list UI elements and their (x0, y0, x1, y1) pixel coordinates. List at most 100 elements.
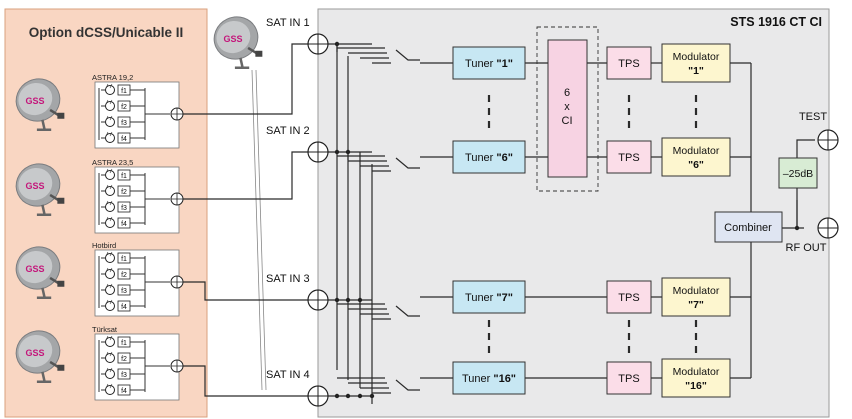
connector-cross (308, 34, 328, 54)
connector-mark (105, 168, 113, 174)
output-label: f1 (121, 88, 127, 95)
connector-cross (308, 386, 328, 406)
junction-dot-icon (334, 149, 340, 155)
tuner-number: "16" (493, 373, 516, 385)
tps-block (606, 280, 652, 314)
connector-mark (105, 299, 113, 305)
junction-dot-icon (357, 297, 363, 303)
tps-block (606, 361, 652, 395)
dish-stand (234, 57, 250, 69)
satellite-dish-icon: GSS (15, 78, 65, 131)
modulator-block (661, 137, 731, 177)
distribution-buses (336, 44, 373, 396)
connector-mark (105, 283, 113, 289)
rf-out-label: RF OUT (786, 242, 827, 254)
ci-block (547, 39, 588, 178)
gss-logo: GSS (25, 96, 44, 106)
connector-mark (105, 131, 113, 137)
gss-logo: GSS (25, 264, 44, 274)
modulator-number: "1" (688, 65, 704, 77)
connector-cross (818, 130, 838, 150)
combiner-block (714, 211, 783, 243)
node-cross (171, 276, 183, 288)
tps-label: TPS (618, 292, 639, 304)
satellite-dish-icon: GSS (15, 163, 65, 216)
output-label: f4 (121, 304, 127, 311)
combine-wire (98, 256, 170, 308)
wire-source4-in4 (183, 365, 308, 397)
test-label: TEST (799, 111, 827, 123)
ci-label: 6 (564, 87, 570, 99)
connector-mark (105, 351, 113, 357)
combine-wire (98, 88, 170, 140)
tuner-block (452, 46, 526, 80)
ci-dashed-frame (536, 26, 599, 192)
modulator-label: Modulator (673, 366, 720, 378)
junction-dot-icon (334, 297, 340, 303)
attenuator-block (778, 157, 818, 189)
dish-stand (36, 371, 52, 383)
junction-dot-icon (334, 393, 340, 399)
modulator-label: Modulator (673, 285, 720, 297)
junction-dot-icon (794, 225, 800, 231)
sat-in-label: SAT IN 1 (266, 17, 310, 29)
satellite-label: ASTRA 19,2 (92, 73, 133, 82)
output-label: f1 (121, 340, 127, 347)
tuner-block (452, 140, 526, 174)
wire-source1-in1 (183, 43, 308, 115)
unit-title: STS 1916 CT CI (730, 15, 822, 29)
dish-inner (216, 20, 251, 54)
tuner-number: "7" (496, 292, 513, 304)
combine-wire (98, 173, 170, 225)
output-label: f3 (121, 288, 127, 295)
wire-source3-in3 (183, 281, 308, 301)
ci-label: x (564, 101, 570, 113)
dish-inner (18, 82, 53, 116)
junction-dot-icon (345, 393, 351, 399)
connector-cross (818, 218, 838, 238)
sat-in-label: SAT IN 4 (266, 369, 310, 381)
lnb-icon (57, 364, 65, 371)
tuner-label: Tuner "6" (465, 152, 513, 164)
connector-mark (105, 216, 113, 222)
switch-wire (395, 157, 420, 169)
connector-mark (105, 367, 113, 373)
dish-inner (18, 167, 53, 201)
junction-dot-icon (345, 297, 351, 303)
connector-mark (105, 383, 113, 389)
connector-mark (105, 200, 113, 206)
tuner-prefix: Tuner (465, 152, 496, 164)
gss-logo: GSS (25, 181, 44, 191)
tps-label: TPS (618, 373, 639, 385)
satellite-label: Türksat (92, 325, 118, 334)
option-dcss-title: Option dCSS/Unicable II (29, 25, 184, 40)
node-cross (171, 193, 183, 205)
lnb-icon (57, 112, 65, 119)
lnb-icon (57, 197, 65, 204)
output-label: f3 (121, 205, 127, 212)
dish-stand (36, 204, 52, 216)
output-label: f1 (121, 173, 127, 180)
tuner-number: "6" (496, 152, 513, 164)
dish-inner (18, 250, 53, 284)
output-label: f3 (121, 372, 127, 379)
satellite-dish-icon: GSS (15, 246, 65, 299)
junction-dot-icon (369, 393, 375, 399)
node-cross (171, 360, 183, 372)
connector-mark (105, 251, 113, 257)
tuner-label: Tuner "16" (462, 373, 516, 385)
output-label: f2 (121, 272, 127, 279)
modulator-block (661, 43, 731, 83)
output-label: f4 (121, 221, 127, 228)
modulator-number: "6" (688, 159, 704, 171)
modulator-label: Modulator (673, 145, 720, 157)
tuner-block (452, 361, 526, 395)
dish-stand (36, 287, 52, 299)
switch-wire (395, 379, 420, 391)
switch-wire (395, 305, 420, 317)
combiner-label: Combiner (724, 222, 772, 234)
